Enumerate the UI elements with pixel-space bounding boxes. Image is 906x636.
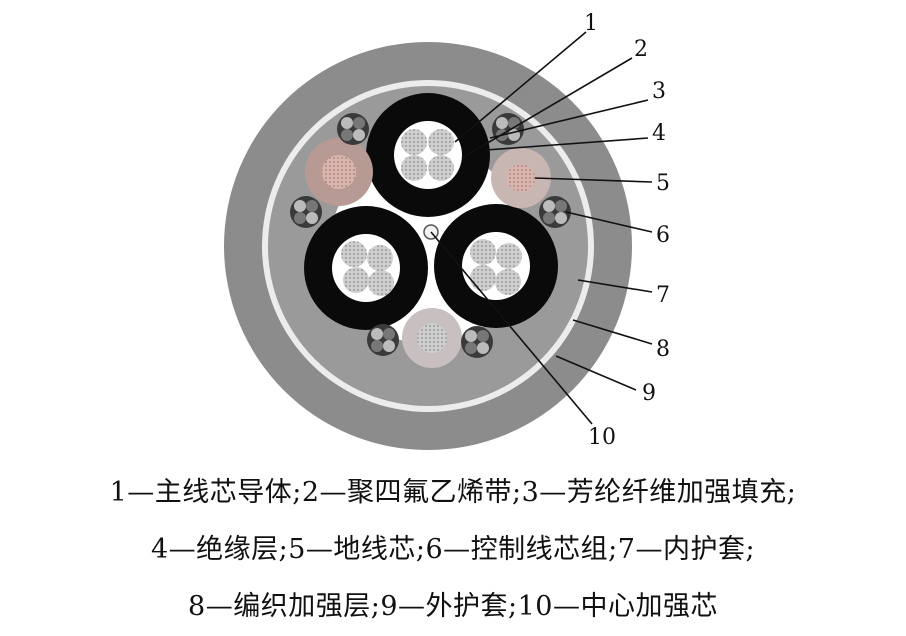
conductor-strand [401, 129, 427, 155]
control-core-group [492, 113, 524, 145]
legend-line-3: 8—编织加强层;9—外护套;10—中心加强芯 [188, 591, 718, 622]
ptfe-tape [462, 232, 530, 300]
callout-number-5: 5 [656, 171, 670, 196]
conductor-strand [496, 243, 522, 269]
ground-core-right [491, 148, 551, 208]
legend-line-2: 4—绝缘层;5—地线芯;6—控制线芯组;7—内护套; [150, 534, 756, 565]
ptfe-tape [394, 121, 462, 189]
leader-line-2 [461, 57, 633, 159]
cable-cross-section-diagram: 1 2 3 4 5 6 7 8 9 10 [224, 11, 670, 450]
leader-line-5 [534, 177, 653, 183]
callout-number-7: 7 [656, 283, 670, 308]
power-core-right [434, 204, 558, 328]
callout-number-3: 3 [652, 79, 666, 104]
callout-number-1: 1 [584, 11, 598, 36]
power-core-left [304, 206, 428, 330]
leader-line-8 [572, 319, 653, 345]
conductor-strand [343, 267, 369, 293]
conductor-strand [401, 155, 427, 181]
leader-line-6 [565, 211, 653, 233]
leader-line-3 [489, 99, 649, 139]
callout-number-9: 9 [642, 381, 656, 406]
conductor-strand [341, 241, 367, 267]
conductor-strand [495, 269, 521, 295]
control-core-group [539, 196, 571, 228]
control-core-group [367, 324, 399, 356]
leader-line-10 [430, 231, 593, 425]
conductor-strand [428, 155, 454, 181]
leader-line-7 [577, 279, 653, 293]
legend-line-1: 1—主线芯导体;2—聚四氟乙烯带;3—芳纶纤维加强填充; [109, 477, 797, 508]
leader-line-4 [485, 137, 649, 151]
ground-core-bottom [402, 308, 462, 368]
control-core-group [290, 196, 322, 228]
conductor-strand [368, 270, 394, 296]
callout-number-2: 2 [634, 37, 648, 62]
conductor-strand [470, 239, 496, 265]
callout-number-8: 8 [656, 337, 670, 362]
callout-number-6: 6 [656, 223, 670, 248]
leader-line-1 [454, 31, 587, 143]
conductor-strand [470, 265, 496, 291]
control-core-group [461, 326, 493, 358]
callout-number-4: 4 [652, 121, 666, 146]
ground-core-upper-left [305, 138, 373, 206]
leader-line-9 [555, 355, 637, 391]
control-core-group [337, 113, 369, 145]
power-core-top [366, 93, 490, 217]
callout-number-10: 10 [588, 425, 616, 450]
leader-lines [430, 31, 653, 425]
conductor-strand [428, 129, 454, 155]
conductor-strand [367, 245, 393, 271]
